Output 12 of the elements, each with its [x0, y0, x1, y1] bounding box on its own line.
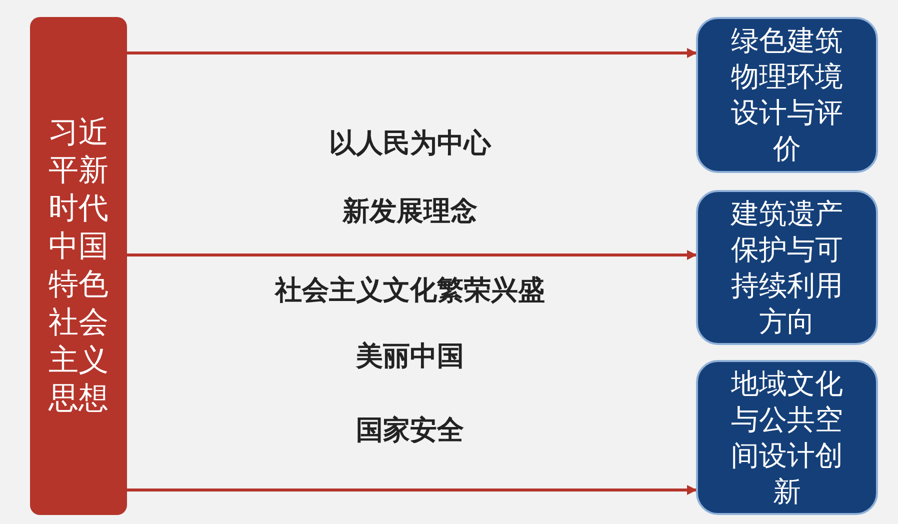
topic-box: 建筑遗产保护与可持续利用方向 — [696, 190, 878, 345]
arrow — [127, 250, 697, 260]
theme-label: 国家安全 — [355, 414, 465, 448]
topic-box: 绿色建筑物理环境设计与评价 — [696, 17, 878, 173]
arrow — [127, 48, 697, 58]
theme-label: 社会主义文化繁荣兴盛 — [274, 274, 546, 308]
arrow — [127, 485, 697, 495]
topic-box: 地域文化与公共空间设计创新 — [696, 360, 878, 515]
theme-label: 以人民为中心 — [328, 127, 492, 161]
concept-box: 习近平新时代中国特色社会主义思想 — [30, 17, 127, 515]
theme-label: 新发展理念 — [341, 195, 478, 229]
theme-label: 美丽中国 — [354, 340, 465, 374]
